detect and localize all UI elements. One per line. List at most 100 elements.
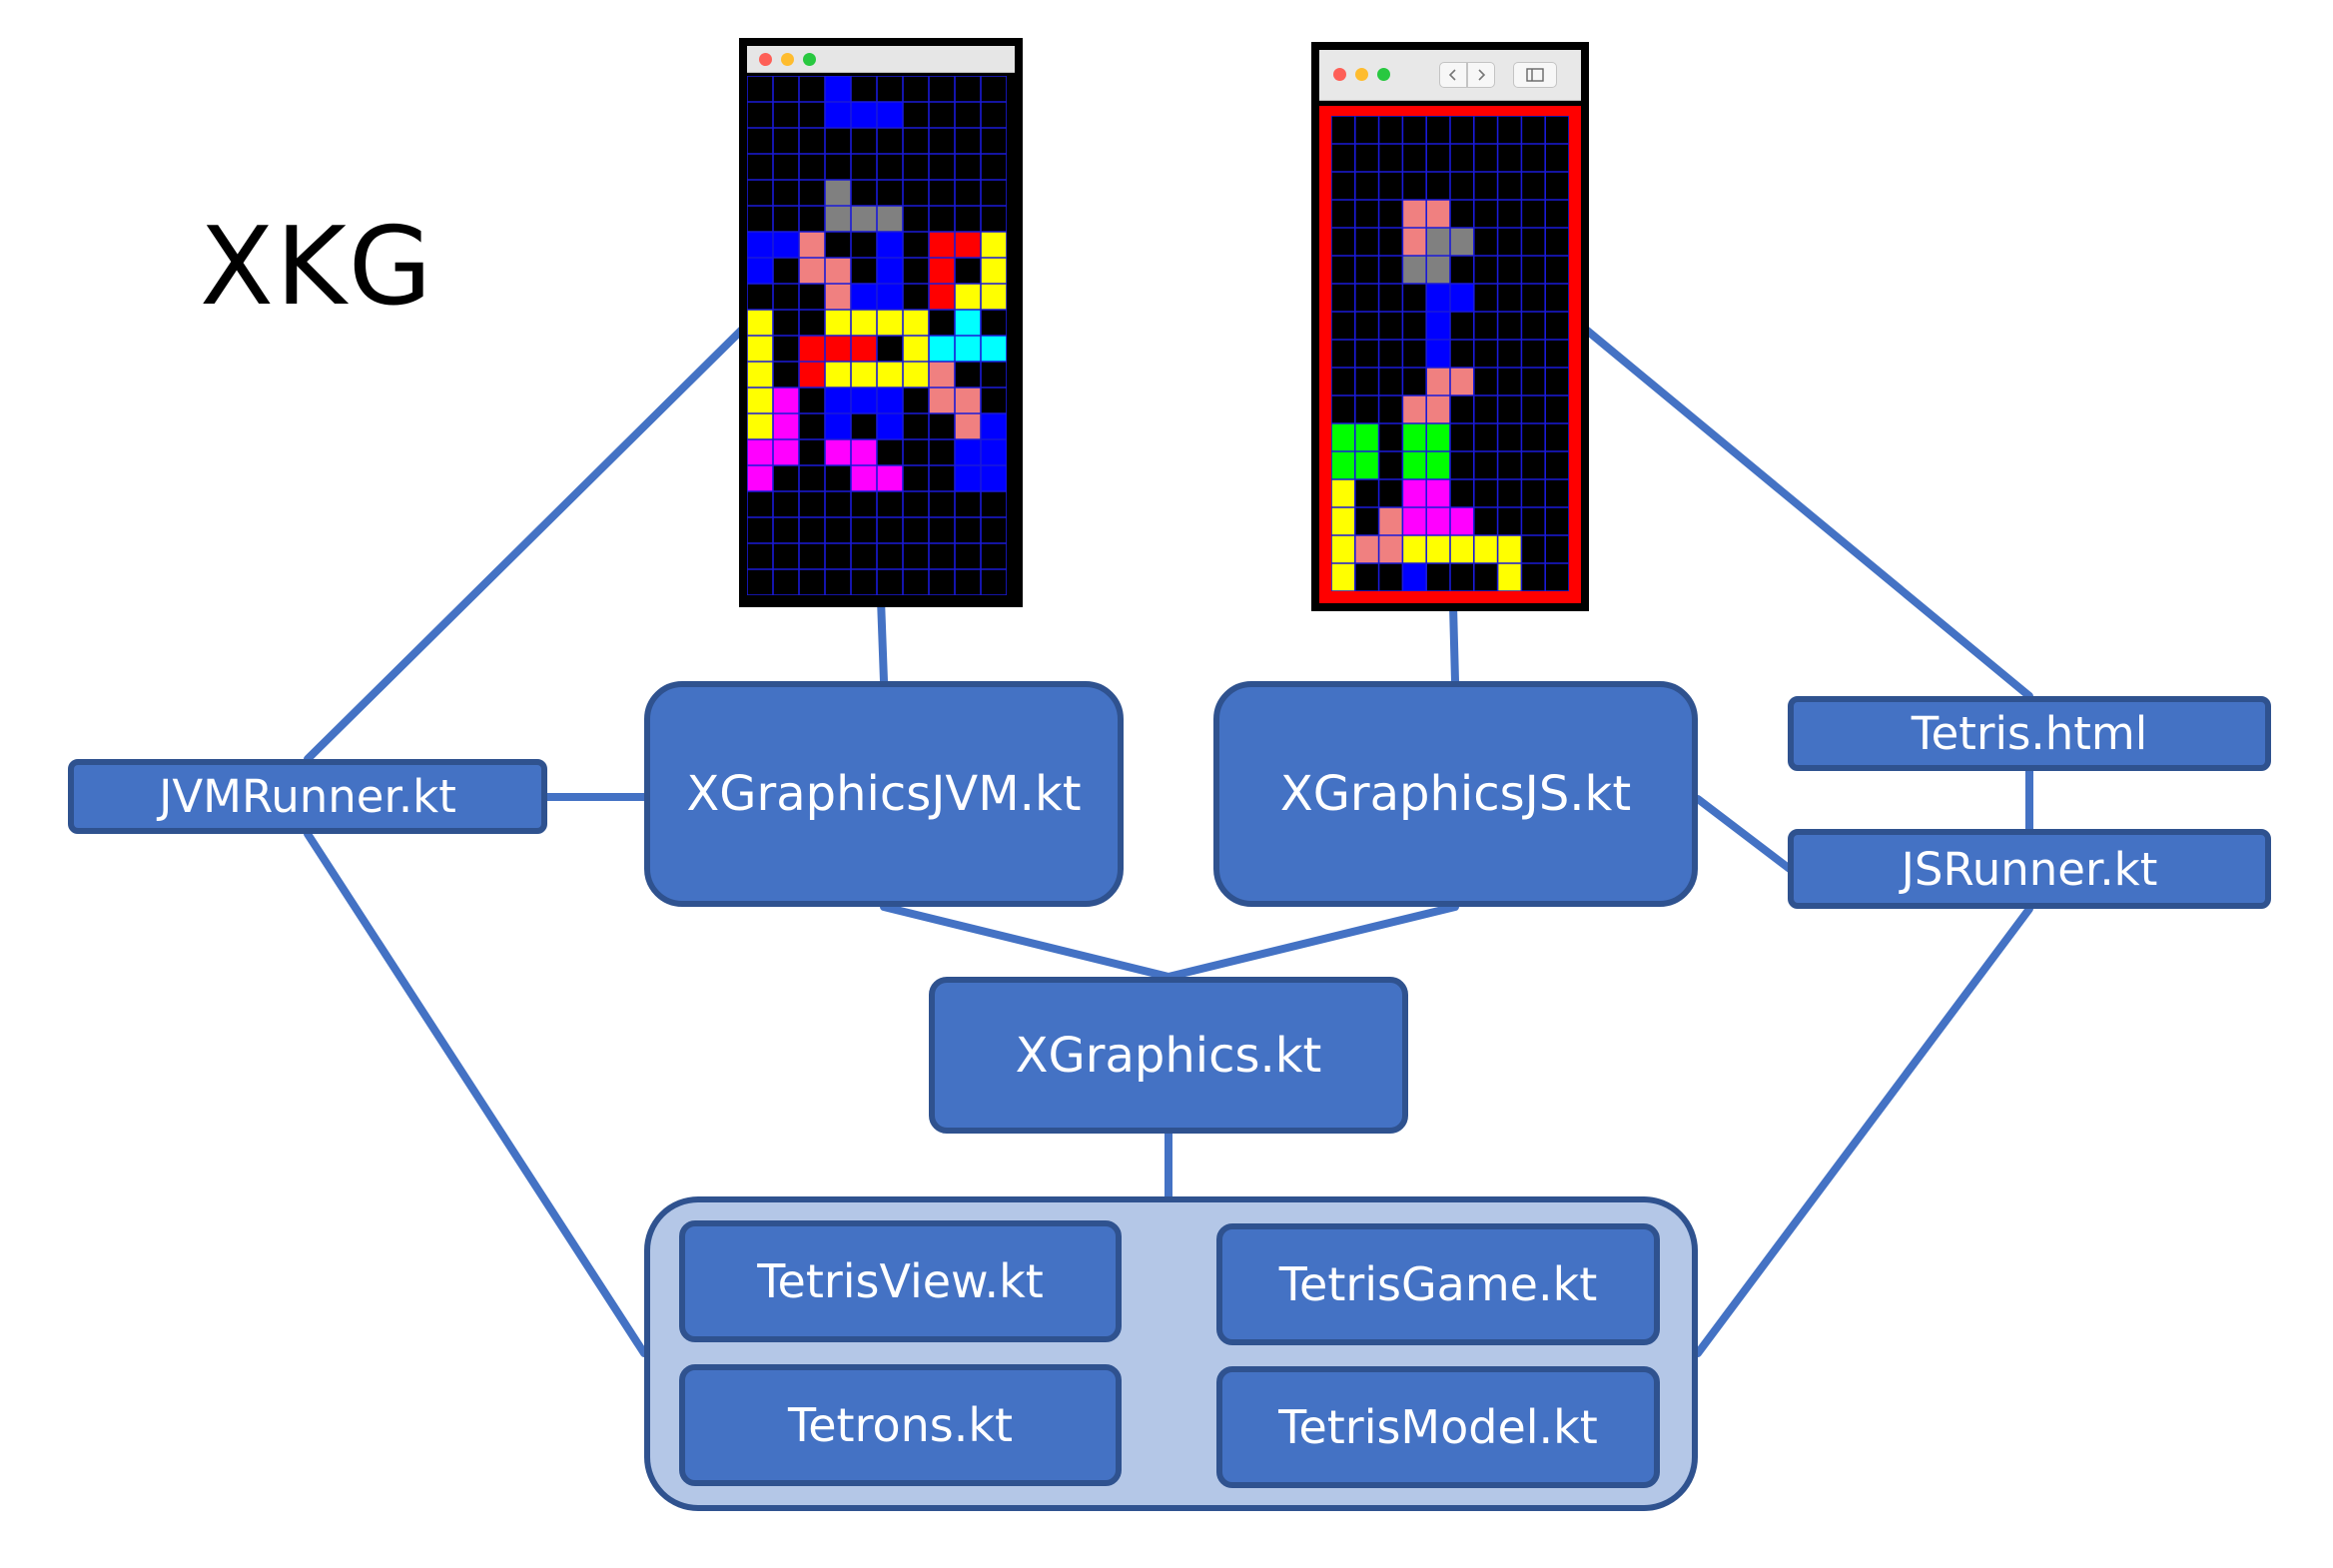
tetris-block-magenta [851, 439, 877, 465]
tetris-block-blue [877, 258, 903, 284]
browser-page-frame [1319, 106, 1581, 603]
tetris-block-gray [877, 206, 903, 232]
tetris-block-yellow [981, 232, 1007, 258]
tetris-block-gray [1426, 256, 1450, 284]
tetris-block-blue [851, 388, 877, 413]
node-jsrunner[interactable]: JSRunner.kt [1788, 829, 2271, 909]
jvm-tetris-board [747, 76, 1007, 595]
node-tetrons[interactable]: Tetrons.kt [679, 1364, 1122, 1486]
tetris-block-salmon [1426, 368, 1450, 395]
tetris-block-blue [1450, 284, 1474, 312]
tetris-block-magenta [773, 413, 799, 439]
tetris-block-magenta [877, 465, 903, 491]
tetris-block-salmon [1378, 507, 1403, 535]
js-browser-window [1311, 42, 1589, 611]
tetris-block-blue [1426, 312, 1450, 340]
tetris-block-yellow [903, 310, 929, 336]
sidebar-toggle-icon[interactable] [1513, 62, 1557, 88]
tetris-block-yellow [903, 336, 929, 362]
tetris-block-blue [1426, 284, 1450, 312]
node-xgraphics[interactable]: XGraphics.kt [929, 977, 1408, 1134]
tetris-block-blue [955, 439, 981, 465]
tetris-block-salmon [929, 362, 955, 388]
node-label: XGraphicsJS.kt [1279, 766, 1632, 822]
tetris-block-cyan [981, 336, 1007, 362]
tetris-block-red [799, 336, 825, 362]
tetris-block-red [929, 232, 955, 258]
tetris-block-magenta [851, 465, 877, 491]
tetris-block-yellow [825, 362, 851, 388]
tetris-block-magenta [1450, 507, 1474, 535]
tetris-block-magenta [1426, 479, 1450, 507]
tetris-block-cyan [929, 336, 955, 362]
tetris-block-yellow [851, 362, 877, 388]
node-xgraphicsjvm[interactable]: XGraphicsJVM.kt [644, 681, 1124, 907]
tetris-block-gray [851, 206, 877, 232]
node-jvmrunner[interactable]: JVMRunner.kt [68, 759, 547, 834]
node-tetrismodel[interactable]: TetrisModel.kt [1216, 1366, 1660, 1488]
tetris-block-magenta [1426, 507, 1450, 535]
node-tetrisgame[interactable]: TetrisGame.kt [1216, 1223, 1660, 1345]
board-grid [1331, 116, 1569, 591]
node-tetrisview[interactable]: TetrisView.kt [679, 1220, 1122, 1342]
tetris-block-red [825, 336, 851, 362]
tetris-block-yellow [747, 413, 773, 439]
tetris-block-magenta [773, 439, 799, 465]
tetris-block-blue [877, 232, 903, 258]
node-label: Tetrons.kt [787, 1398, 1014, 1452]
tetris-block-yellow [1450, 535, 1474, 563]
traffic-light-yellow-icon[interactable] [781, 53, 794, 66]
tetris-block-cyan [955, 310, 981, 336]
tetris-block-salmon [1426, 200, 1450, 228]
node-label: TetrisGame.kt [1278, 1257, 1598, 1311]
tetris-block-salmon [1402, 200, 1427, 228]
tetris-block-blue [773, 232, 799, 258]
traffic-light-red-icon[interactable] [1333, 68, 1346, 81]
edge-jsrunner-group [1694, 905, 2033, 1357]
tetris-block-salmon [929, 388, 955, 413]
tetris-block-salmon [825, 284, 851, 310]
tetris-block-gray [825, 206, 851, 232]
tetris-block-gray [1402, 256, 1427, 284]
tetris-block-green [1354, 451, 1379, 479]
node-label: JSRunner.kt [1901, 842, 2158, 896]
tetris-block-yellow [981, 284, 1007, 310]
edge-jswindow-tetrishtml [1582, 326, 2033, 700]
tetris-block-blue [747, 232, 773, 258]
edge-jvmrunner-jvmwindow [304, 321, 751, 763]
tetris-block-blue [1402, 563, 1427, 591]
traffic-light-green-icon[interactable] [1377, 68, 1390, 81]
tetris-block-salmon [799, 232, 825, 258]
chevron-right-icon[interactable] [1467, 62, 1495, 88]
tetris-block-salmon [1450, 368, 1474, 395]
edge-jvmrunner-group [304, 830, 648, 1357]
tetris-block-salmon [799, 258, 825, 284]
node-xgraphicsjs[interactable]: XGraphicsJS.kt [1213, 681, 1698, 907]
tetris-block-magenta [1402, 479, 1427, 507]
tetris-block-magenta [747, 465, 773, 491]
tetris-block-blue [747, 258, 773, 284]
chevron-left-icon[interactable] [1439, 62, 1467, 88]
tetris-block-yellow [1331, 535, 1355, 563]
traffic-light-green-icon[interactable] [803, 53, 816, 66]
tetris-block-gray [1450, 228, 1474, 256]
tetris-block-green [1426, 423, 1450, 451]
tetris-block-yellow [903, 362, 929, 388]
tetris-block-yellow [1402, 535, 1427, 563]
traffic-light-red-icon[interactable] [759, 53, 772, 66]
traffic-light-yellow-icon[interactable] [1355, 68, 1368, 81]
jvm-tetris-window [739, 38, 1023, 607]
node-label: Tetris.html [1911, 707, 2148, 760]
tetris-block-cyan [955, 336, 981, 362]
tetris-block-yellow [1497, 535, 1522, 563]
tetris-block-yellow [877, 362, 903, 388]
edge-jswindow-xgraphicsjs [1449, 601, 1459, 685]
node-tetrishtml[interactable]: Tetris.html [1788, 696, 2271, 771]
tetris-block-blue [851, 102, 877, 128]
node-label: XGraphicsJVM.kt [686, 766, 1082, 822]
tetris-block-yellow [955, 284, 981, 310]
tetris-block-salmon [955, 388, 981, 413]
tetris-block-green [1402, 451, 1427, 479]
tetris-block-blue [877, 102, 903, 128]
